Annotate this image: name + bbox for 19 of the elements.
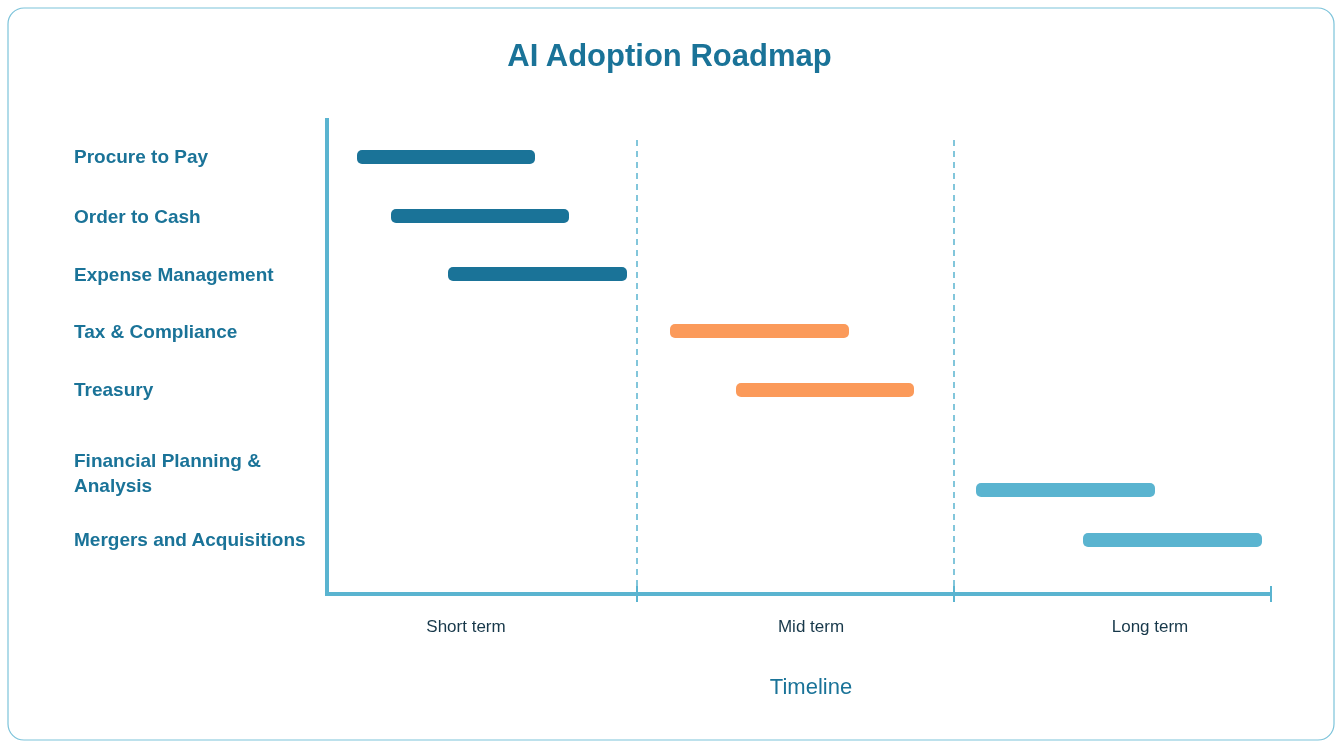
- timeline-bar: [448, 267, 627, 281]
- row-label: Mergers and Acquisitions: [74, 528, 306, 552]
- timeline-bar: [1083, 533, 1262, 547]
- chart-title: AI Adoption Roadmap: [506, 38, 833, 74]
- row-label: Expense Management: [74, 263, 274, 287]
- row-label: Procure to Pay: [74, 145, 209, 169]
- row-label: Order to Cash: [74, 205, 201, 229]
- row-label: Treasury: [74, 378, 154, 402]
- timeline-bar: [357, 150, 535, 164]
- timeline-bar: [976, 483, 1155, 497]
- row-label: Financial Planning & Analysis: [74, 449, 262, 498]
- timeline-bar: [670, 324, 849, 338]
- axis-label: Mid term: [776, 617, 846, 637]
- timeline-bar: [736, 383, 914, 397]
- axis-label: Short term: [425, 617, 507, 637]
- row-label: Tax & Compliance: [74, 320, 238, 344]
- timeline-bar: [391, 209, 569, 223]
- axis-title: Timeline: [768, 674, 854, 700]
- axis-label: Long term: [1110, 617, 1190, 637]
